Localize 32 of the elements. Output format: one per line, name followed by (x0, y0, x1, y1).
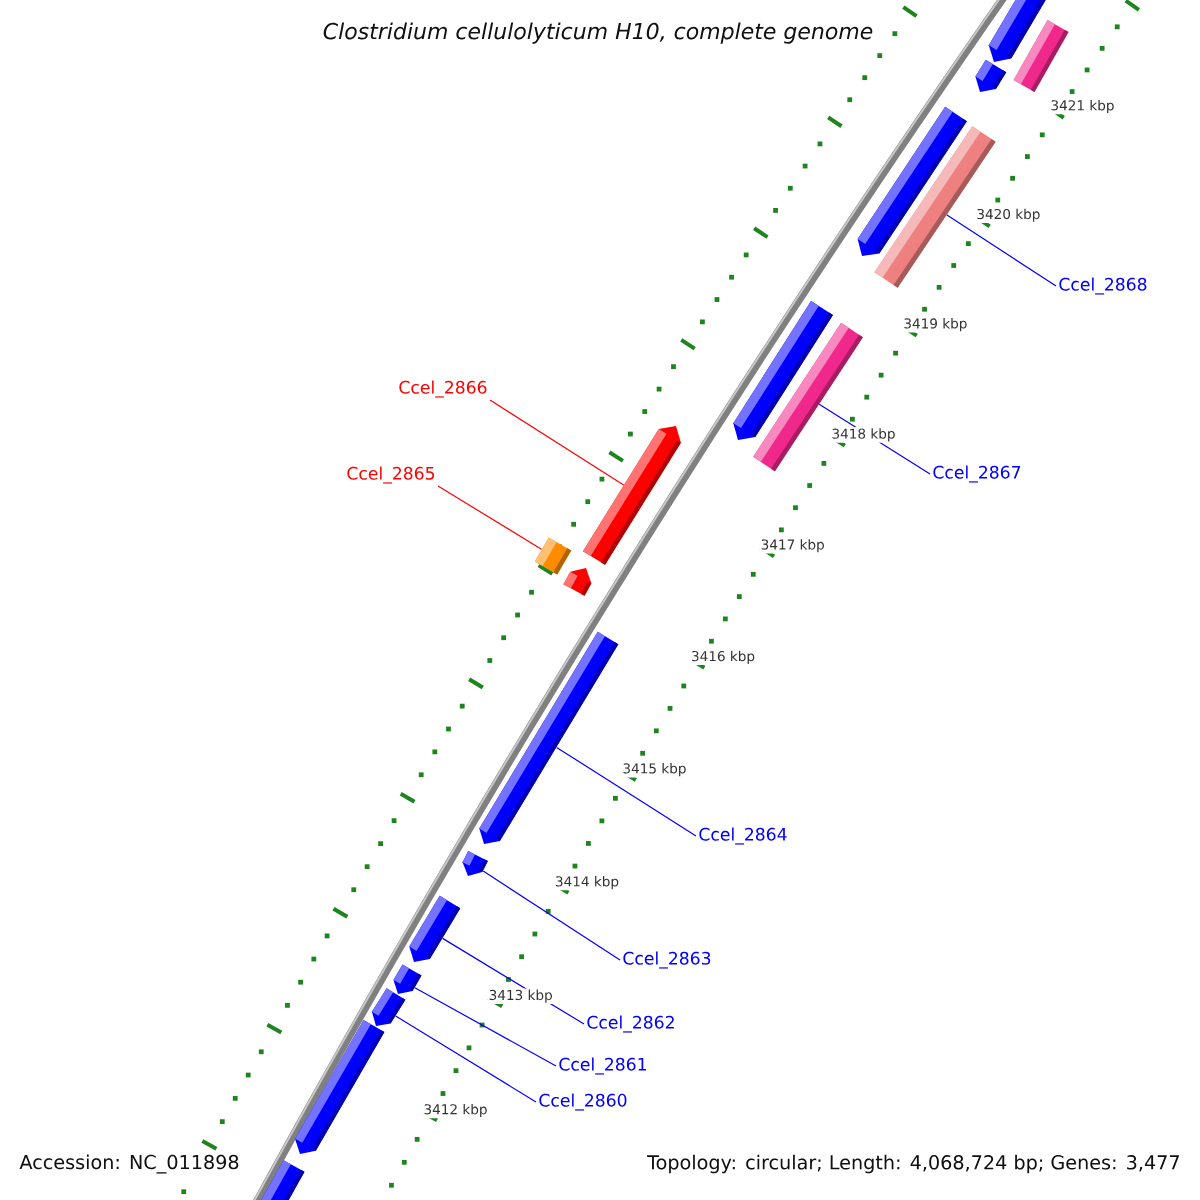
leader-line (482, 870, 621, 961)
gene-bar (1013, 20, 1069, 92)
gene-feature (260, 1160, 305, 1200)
gene-bar (753, 322, 863, 472)
leader-line (489, 399, 625, 486)
gene-label: Ccel_2865 (347, 466, 435, 484)
gene-label: Ccel_2863 (623, 951, 711, 969)
gene-feature (563, 568, 592, 596)
genome-info-text: Topology: circular; Length: 4,068,724 bp; Genes: 3,477 (647, 1154, 1179, 1174)
gene-feature (295, 1020, 385, 1154)
title: Clostridium cellulolyticum H10, complete genome (323, 22, 873, 44)
accession-text: Accession: NC_011898 (16, 1151, 243, 1177)
gene-feature (409, 895, 461, 962)
gene-feature (371, 988, 406, 1026)
gene-feature (393, 964, 422, 994)
gene-feature (582, 426, 681, 565)
leader-line (437, 485, 543, 550)
gene-label: Ccel_2862 (587, 1015, 674, 1033)
gene-label: Ccel_2866 (399, 380, 487, 398)
gene-label: Ccel_2860 (539, 1093, 627, 1111)
gene-feature (975, 59, 1007, 92)
gene-label: Ccel_2864 (699, 827, 787, 845)
gene-feature (462, 851, 488, 876)
leader-line (946, 214, 1057, 287)
gene-feature (479, 631, 619, 844)
leader-line (414, 987, 557, 1067)
leader-line (395, 1015, 537, 1103)
gene-label: Ccel_2867 (933, 465, 1021, 483)
gene-label: Ccel_2868 (1059, 277, 1147, 295)
leader-line (556, 746, 697, 837)
gene-bar (534, 537, 572, 575)
gene-label: Ccel_2861 (559, 1057, 646, 1075)
